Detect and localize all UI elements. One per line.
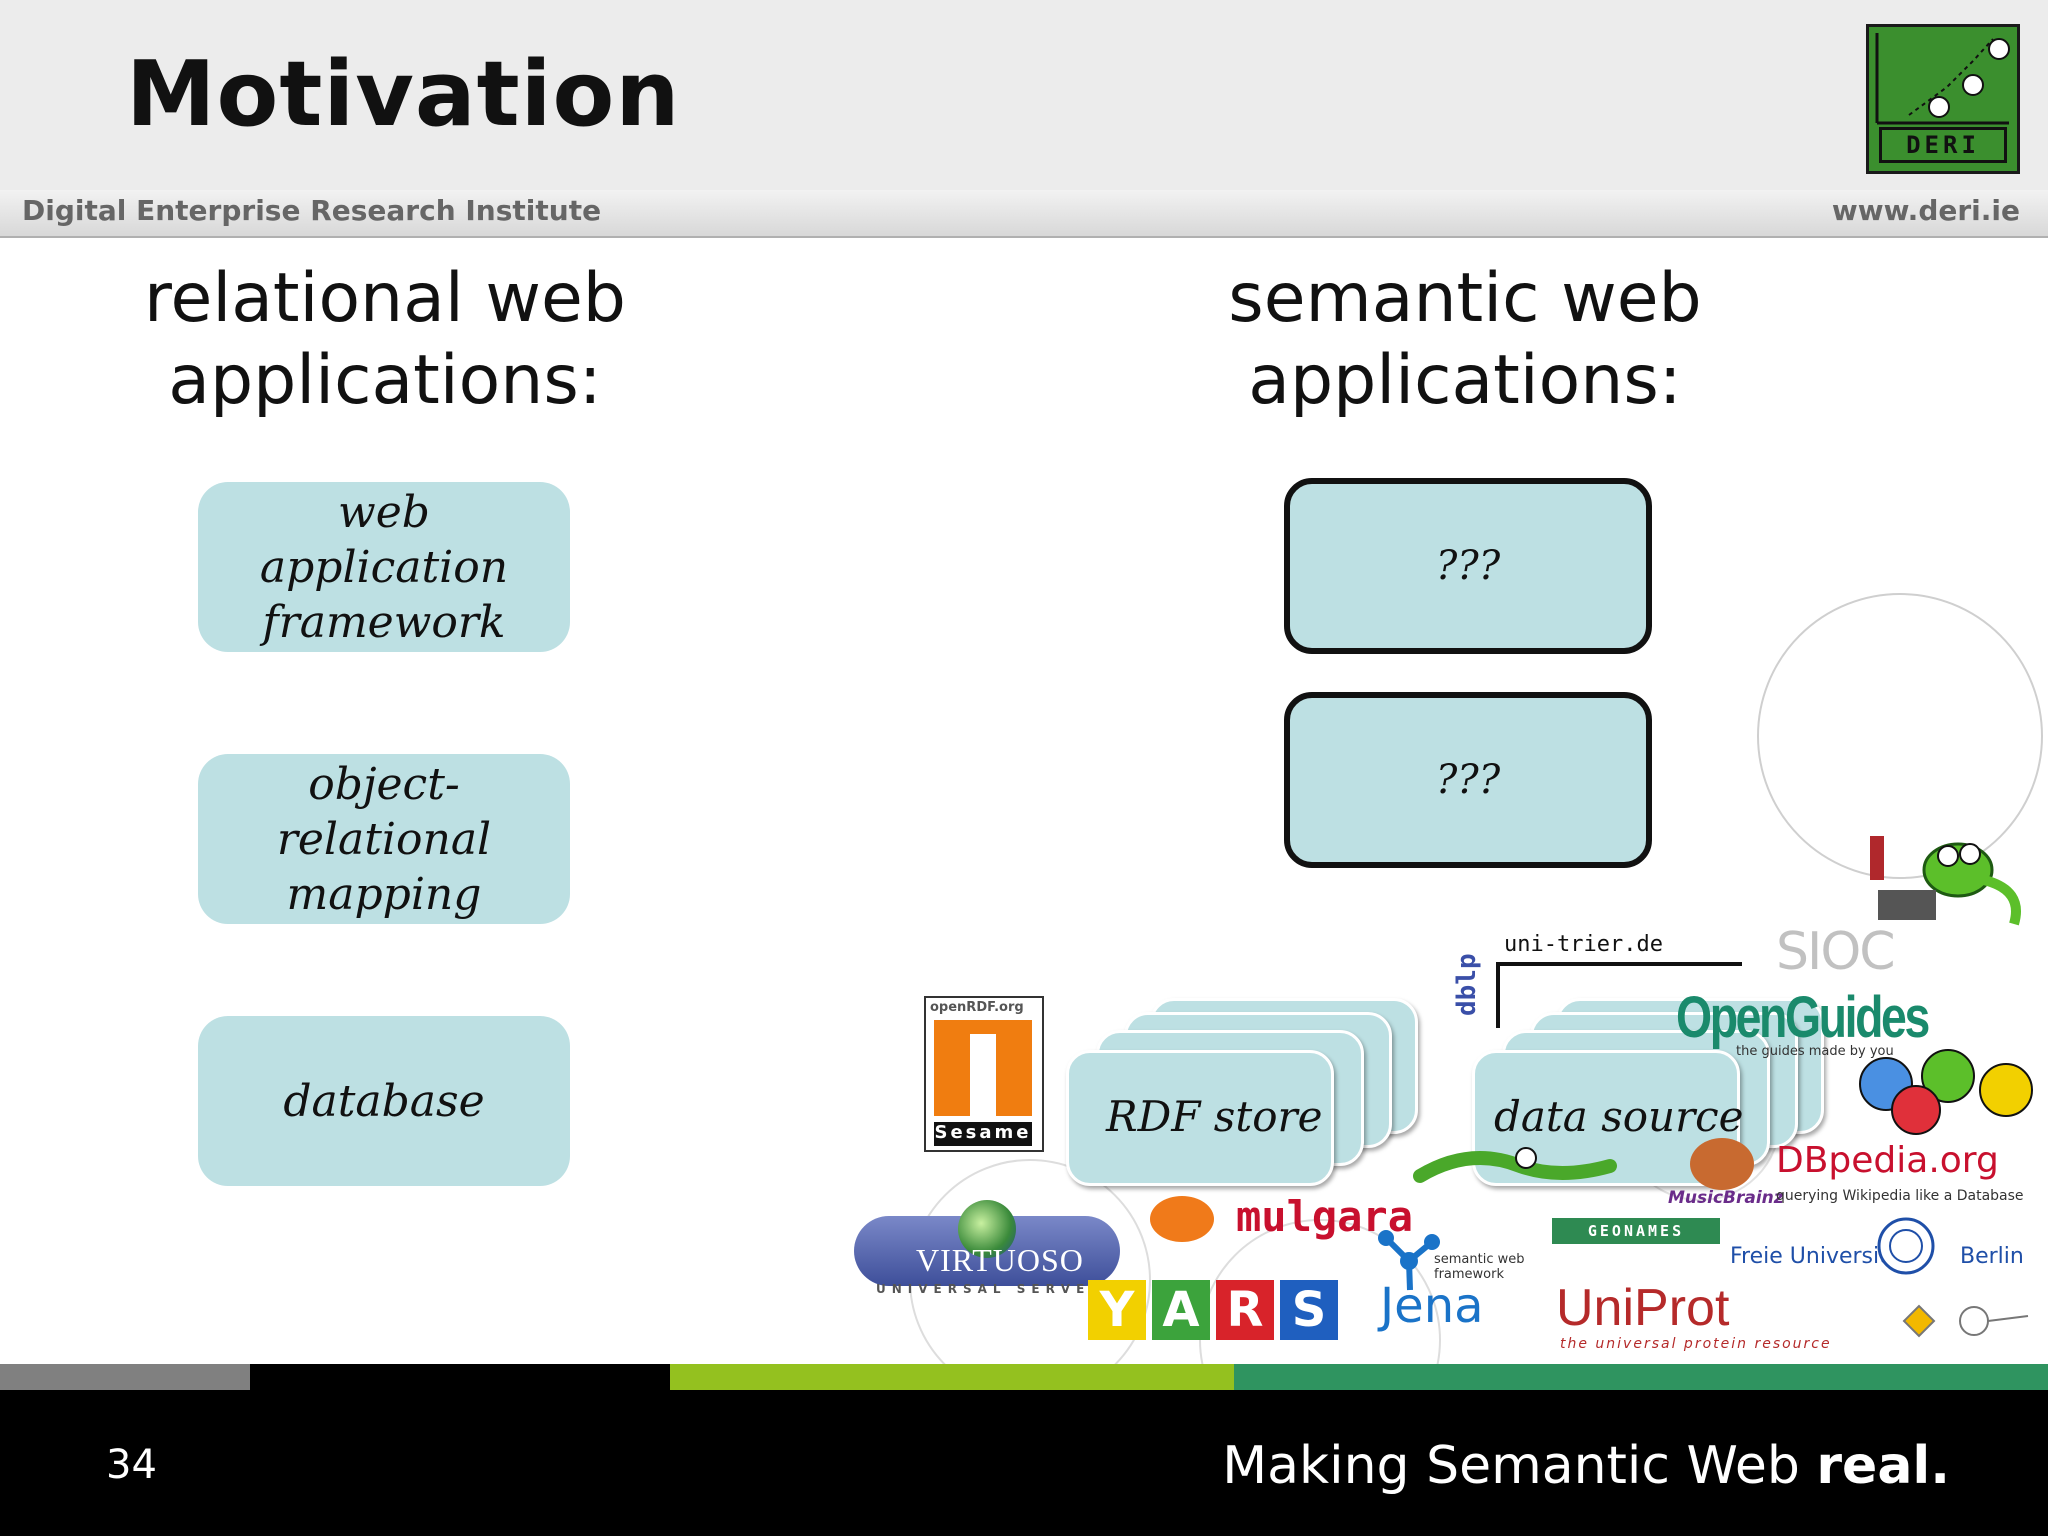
yars-letter: A: [1152, 1280, 1210, 1340]
page-number: 34: [106, 1442, 157, 1488]
virtuoso-logo: VIRTUOSO: [854, 1200, 1120, 1286]
object-relational-mapping-box: object- relational mapping: [198, 754, 570, 924]
musicbrainz-text: MusicBrainz: [1668, 1188, 1784, 1208]
berlin-text: Berlin: [1960, 1244, 2024, 1269]
yars-letter: S: [1280, 1280, 1338, 1340]
openrdf-text: openRDF.org: [930, 1000, 1024, 1015]
dbpedia-subtitle: querying Wikipedia like a Database: [1776, 1188, 2024, 1204]
bee-graphic-icon: [1902, 1304, 2029, 1338]
uniprot-text: UniProt: [1556, 1279, 1730, 1337]
web-application-framework-box: web application framework: [198, 482, 570, 652]
institute-bar: [0, 190, 2048, 238]
jena-subtitle: semantic web framework: [1434, 1252, 1525, 1282]
mulgara-icon: [1150, 1196, 1214, 1242]
dice-graphic-icon: [1875, 33, 2010, 125]
sioc-text: SIOC: [1776, 922, 1896, 982]
dbpedia-text: DBpedia.org: [1776, 1140, 1999, 1181]
yars-logo: Y A R S: [1088, 1280, 1338, 1342]
database-box: database: [198, 1016, 570, 1186]
tagline-bold: real.: [1816, 1436, 1950, 1496]
relational-web-heading: relational web applications:: [144, 259, 626, 420]
geonames-logo: GEONAMES: [1552, 1218, 1720, 1244]
data-source-label: data source: [1494, 1092, 1744, 1141]
rdf-store-label: RDF store: [1106, 1092, 1323, 1141]
jena-text: Jena: [1380, 1278, 1484, 1334]
virtuoso-text: VIRTUOSO: [916, 1242, 1084, 1278]
openguides-subtitle: the guides made by you: [1736, 1044, 1894, 1059]
slide-header: [0, 0, 2048, 190]
slide-footer: [0, 1390, 2048, 1536]
lizard-mascot-icon: [1870, 836, 2021, 926]
musicbrainz-icon: [1690, 1138, 1754, 1190]
uniprot-subtitle: the universal protein resource: [1560, 1336, 1832, 1352]
website-url[interactable]: www.deri.ie: [1831, 194, 2020, 227]
color-stripe: [0, 1364, 2048, 1390]
green-lizard-icon: [1413, 1147, 1617, 1183]
dblp-text: dblp: [1452, 953, 1482, 1016]
slide-title: Motivation: [126, 42, 681, 147]
institute-name: Digital Enterprise Research Institute: [22, 194, 602, 227]
openguides-text: OpenGuides: [1676, 985, 1930, 1050]
deri-logo-text: DERI: [1879, 127, 2007, 163]
uni-trier-text: uni-trier.de: [1504, 932, 1663, 957]
sesame-logo: openRDF.org Sesame: [924, 996, 1044, 1152]
yars-letter: R: [1216, 1280, 1274, 1340]
globe-icon: [958, 1200, 1016, 1258]
unknown-framework-box: ???: [1284, 478, 1652, 654]
university-seal-icon: [1877, 1217, 1935, 1275]
deri-logo: DERI: [1866, 24, 2020, 174]
dblp-frame: [1496, 962, 1742, 1028]
unknown-mapping-box: ???: [1284, 692, 1652, 868]
rdf-store-card: [1066, 1050, 1334, 1186]
sesame-text: Sesame: [934, 1122, 1032, 1146]
tagline-regular: Making Semantic Web: [1222, 1436, 1817, 1496]
blob-characters-icon: [1859, 1049, 2033, 1135]
yars-letter: Y: [1088, 1280, 1146, 1340]
jena-molecule-icon: [1378, 1230, 1440, 1291]
sesame-door-icon: [934, 1020, 1032, 1116]
deri-tagline: Making Semantic Web real.: [1222, 1436, 1950, 1496]
virtuoso-subtitle: UNIVERSAL SERVER: [876, 1282, 1106, 1296]
semantic-web-heading: semantic web applications:: [1228, 259, 1702, 420]
